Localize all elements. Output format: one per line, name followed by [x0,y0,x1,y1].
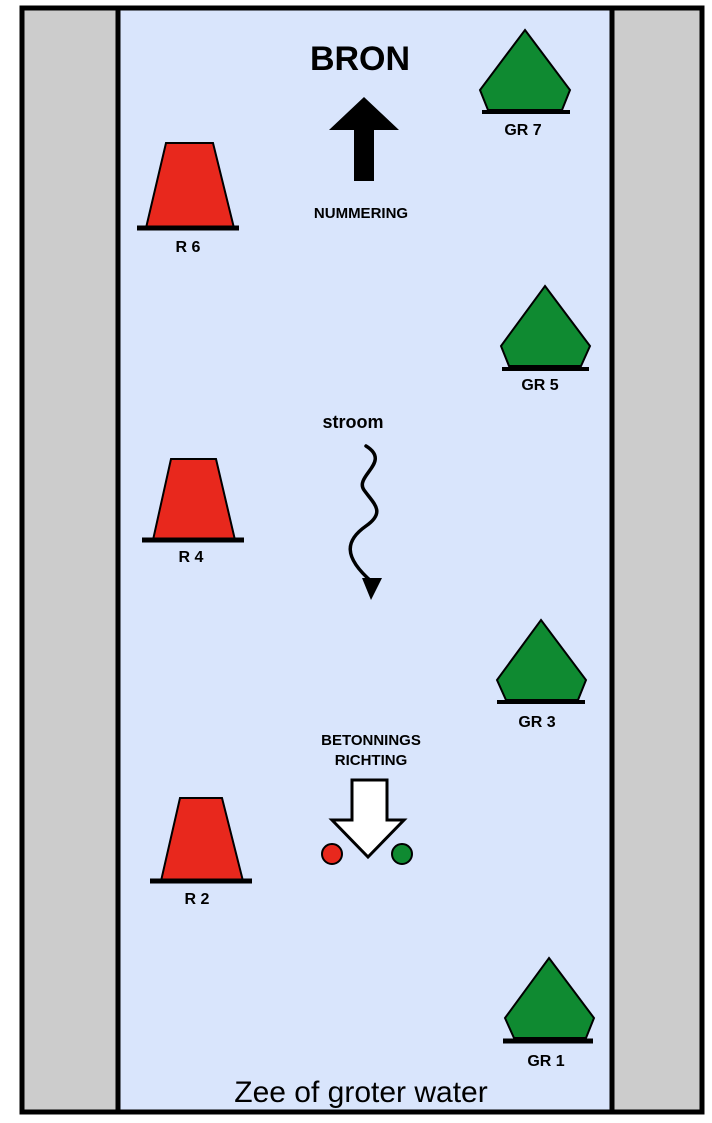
right-bank [609,5,705,1115]
green-buoy-gr7: GR 7 [478,28,572,139]
green-starboard-light-icon [391,843,413,865]
numbering-arrow-up-icon [329,97,399,181]
current-wavy-arrow-icon [348,444,382,600]
buoyage-direction-label-line1: BETONNINGS [321,732,421,749]
green-cone-buoy-icon [499,284,592,367]
green-buoy-gr3: GR 3 [495,618,588,731]
red-buoy-r4: R 4 [142,458,244,566]
buoy-label: GR 1 [527,1053,564,1070]
buoyage-direction-arrow-icon [328,778,408,860]
buoy-label: GR 7 [504,122,541,139]
sea-label: Zee of groter water [234,1076,487,1109]
left-bank [19,5,121,1115]
green-cone-buoy-icon [503,956,596,1039]
buoy-label: GR 3 [518,714,555,731]
red-port-light-icon [321,843,343,865]
buoy-label: R 4 [179,549,204,566]
buoy-label: R 6 [176,239,201,256]
source-title: BRON [310,40,410,78]
buoy-label: GR 5 [521,377,558,394]
numbering-label: NUMMERING [314,205,408,222]
green-buoy-gr5: GR 5 [499,284,592,394]
buoy-label: R 2 [185,891,210,908]
green-buoy-gr1: GR 1 [503,956,596,1070]
red-buoy-r2: R 2 [150,797,252,908]
current-label: stroom [322,412,383,432]
buoyage-direction-label-line2: RICHTING [335,752,408,769]
red-buoy-r6: R 6 [137,142,239,256]
